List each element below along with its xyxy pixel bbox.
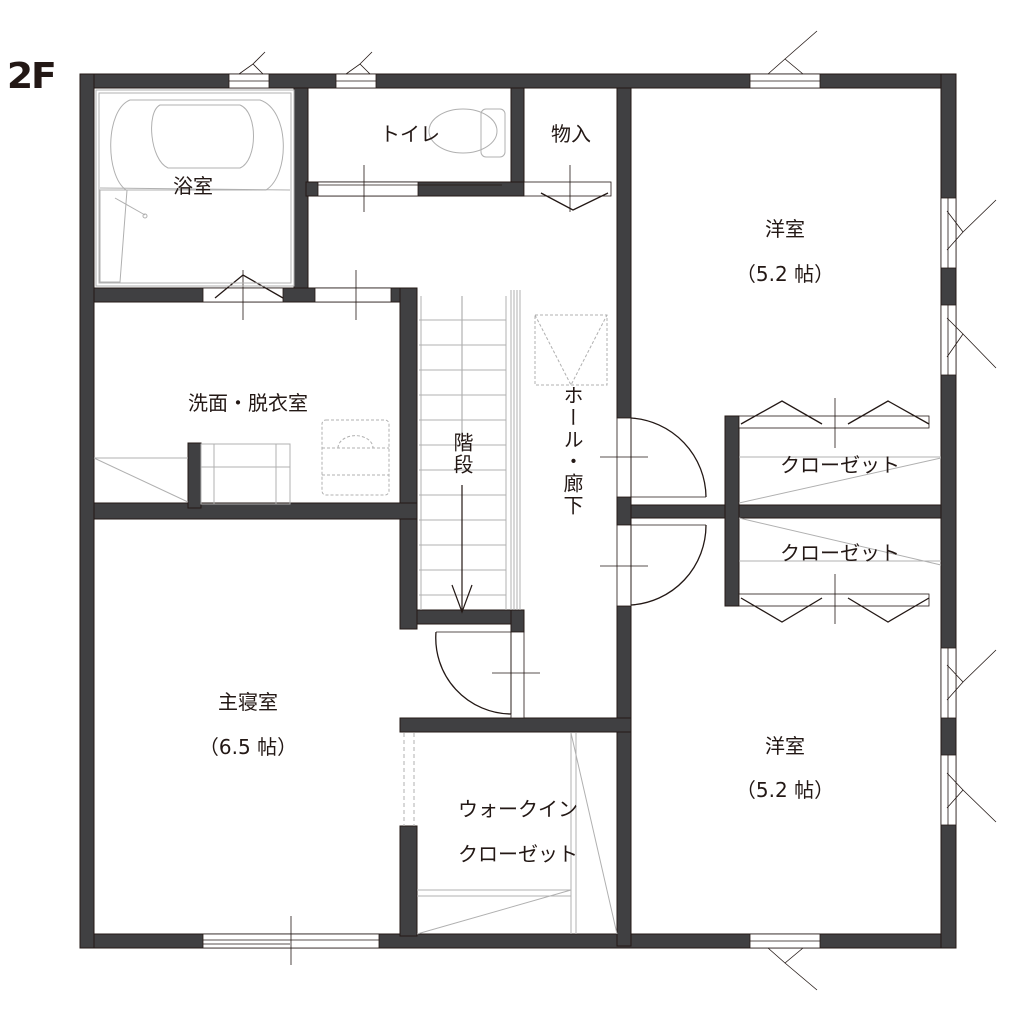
door-west-north [630, 417, 707, 498]
closet-north-door [738, 415, 930, 429]
doors [214, 165, 930, 715]
wall-wash-bottom [93, 502, 418, 520]
door-bedroom-opening [510, 631, 525, 719]
door-bedroom [435, 631, 512, 715]
room-label-master-bedroom: 主寝室 [218, 690, 278, 714]
room-size-master-bedroom: （6.5 帖） [198, 735, 298, 759]
wall-bedroom-right-upper [399, 518, 418, 630]
room-label-bathroom: 浴室 [173, 174, 213, 198]
room-label-western-room-south: 洋室 [765, 734, 805, 758]
wall-hall-right-lower [616, 605, 632, 947]
fixtures [93, 89, 942, 935]
door-storage [540, 192, 609, 211]
window-west-south-right-1 [940, 647, 957, 719]
wall-stair-stub [510, 609, 525, 633]
room-label-stairs: 階段 [450, 432, 474, 476]
door-toilet-opening [317, 181, 419, 197]
wall-bedroom-right [399, 825, 418, 937]
closet-south-door [738, 593, 930, 607]
toilet-bowl [428, 108, 498, 154]
room-label-storage: 物入 [551, 122, 591, 146]
window-west-north-right-2 [940, 304, 957, 376]
door-west-north-opening [616, 417, 632, 498]
door-west-south-opening [616, 524, 632, 607]
bathtub [110, 99, 284, 191]
room-label-closet-north: クローゼット [780, 453, 900, 477]
room-size-western-room-south: （5.2 帖） [735, 778, 835, 802]
openings [202, 73, 957, 949]
window-west-south-right-2 [940, 754, 957, 826]
door-west-south [630, 524, 707, 606]
wall-wash-stub [187, 442, 202, 509]
vanity [200, 443, 291, 505]
room-label-washroom: 洗面・脱衣室 [188, 391, 308, 415]
room-label-toilet: トイレ [380, 122, 440, 146]
washing-machine [321, 419, 390, 496]
wall-hall-right-mid [616, 496, 632, 526]
outer-wall-left [79, 73, 95, 949]
floor-label: 2F [6, 56, 57, 97]
window-details [203, 30, 997, 991]
room-label-hall-corridor: ホール・廊下 [560, 385, 584, 517]
door-wash-opening [314, 287, 392, 303]
room-size-western-room-north: （5.2 帖） [735, 262, 835, 286]
wall-toilet-storage [510, 87, 525, 197]
window-west-north-right-1 [940, 197, 957, 269]
stair-direction-arrow [451, 296, 473, 614]
room-label-walk-in-closet-2: クローゼット [458, 842, 578, 866]
room-label-western-room-north: 洋室 [765, 217, 805, 241]
wall-closet-divider [630, 504, 942, 519]
bath-unit [95, 89, 295, 287]
wall-storage-west-room [616, 87, 632, 419]
wall-closet-left [724, 415, 740, 607]
room-label-closet-south: クローゼット [780, 541, 900, 565]
door-storage-opening [523, 181, 612, 197]
wall-wic-top [399, 717, 632, 733]
room-label-walk-in-closet: ウォークイン [458, 797, 578, 821]
outer-wall-top [79, 73, 957, 89]
